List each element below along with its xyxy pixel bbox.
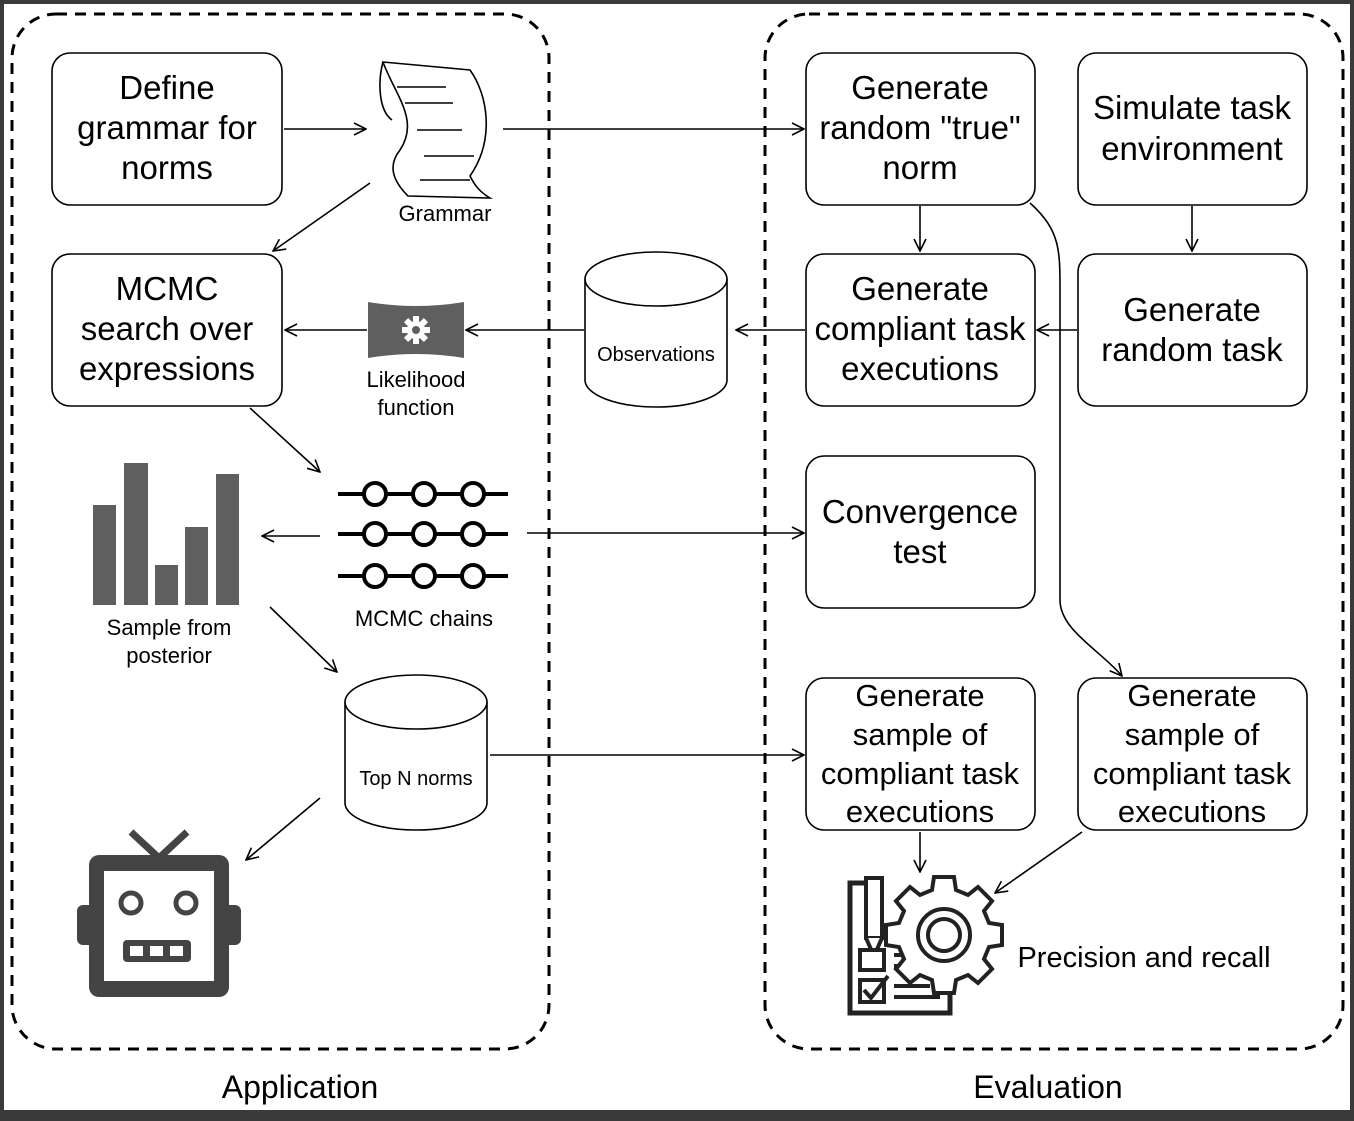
box-line: test — [893, 533, 946, 570]
application-section-border — [10, 12, 551, 1051]
box-line: search over — [81, 310, 253, 347]
box-line: Define — [119, 69, 214, 106]
box-line: grammar for — [77, 109, 257, 146]
top-n-norms-label: Top N norms — [359, 768, 472, 790]
convergence-test-box: Convergence test — [805, 455, 1036, 609]
likelihood-label-line: Likelihood — [366, 367, 465, 392]
top-n-norms-database-cylinder-icon — [344, 674, 488, 831]
box-line: Generate — [1127, 678, 1256, 713]
box-line: Generate — [855, 678, 984, 713]
box-line: expressions — [79, 350, 255, 387]
box-line: Generate — [851, 69, 989, 106]
mcmc-chains-label: MCMC chains — [355, 606, 493, 631]
sample-posterior-label-line: posterior — [126, 643, 212, 668]
box-line: MCMC — [116, 270, 219, 307]
robot-icon — [77, 829, 241, 997]
observations-database-cylinder-icon — [584, 251, 728, 408]
arrow-grammar-to-mcmc — [273, 182, 371, 251]
box-line: executions — [1118, 794, 1266, 829]
bar-chart-icon — [93, 463, 239, 605]
box-line: compliant task — [1093, 756, 1292, 791]
arrow-true-norm-to-sample-right — [1029, 202, 1122, 676]
arrow-top-n-to-robot — [246, 797, 321, 860]
arrow-mcmc-to-chains — [249, 407, 320, 472]
arrow-sample-right-to-precision — [995, 831, 1083, 893]
box-line: compliant task — [815, 310, 1026, 347]
generate-compliant-box: Generate compliant task executions — [805, 253, 1036, 407]
box-line: Generate — [1123, 291, 1261, 328]
likelihood-gear-icon — [368, 302, 464, 358]
box-line: executions — [846, 794, 994, 829]
evaluation-section-border — [763, 12, 1345, 1051]
box-line: random task — [1101, 331, 1283, 368]
box-line: Simulate task — [1093, 89, 1292, 126]
arrow-posterior-to-top-n — [269, 606, 337, 672]
box-line: sample of — [1125, 717, 1260, 752]
box-line: random "true" — [819, 109, 1020, 146]
application-section-label: Application — [222, 1069, 379, 1105]
connector-arrows — [246, 129, 1192, 893]
checklist-gear-icon — [847, 875, 1004, 1016]
box-line: compliant task — [821, 756, 1020, 791]
evaluation-section-label: Evaluation — [973, 1069, 1122, 1105]
box-line: sample of — [853, 717, 988, 752]
likelihood-label-line: function — [377, 395, 454, 420]
generate-true-norm-box: Generate random "true" norm — [805, 52, 1036, 206]
box-line: Generate — [851, 270, 989, 307]
box-line: environment — [1101, 130, 1283, 167]
precision-recall-label: Precision and recall — [1017, 942, 1270, 974]
box-line: norm — [882, 149, 957, 186]
sample-compliant-left-box: Generate sample of compliant task execut… — [805, 677, 1036, 831]
mcmc-chains-icon — [338, 481, 508, 589]
generate-random-task-box: Generate random task — [1077, 253, 1308, 407]
sample-posterior-label-line: Sample from — [107, 615, 232, 640]
mcmc-search-box: MCMC search over expressions — [51, 253, 283, 407]
box-line: Convergence — [822, 493, 1018, 530]
grammar-label: Grammar — [399, 201, 492, 226]
define-grammar-box: Define grammar for norms — [51, 52, 283, 206]
simulate-environment-box: Simulate task environment — [1077, 52, 1308, 206]
box-line: norms — [121, 149, 213, 186]
sample-compliant-right-box: Generate sample of compliant task execut… — [1077, 677, 1308, 831]
scroll-document-icon — [379, 61, 494, 199]
observations-label: Observations — [597, 344, 715, 366]
box-line: executions — [841, 350, 999, 387]
